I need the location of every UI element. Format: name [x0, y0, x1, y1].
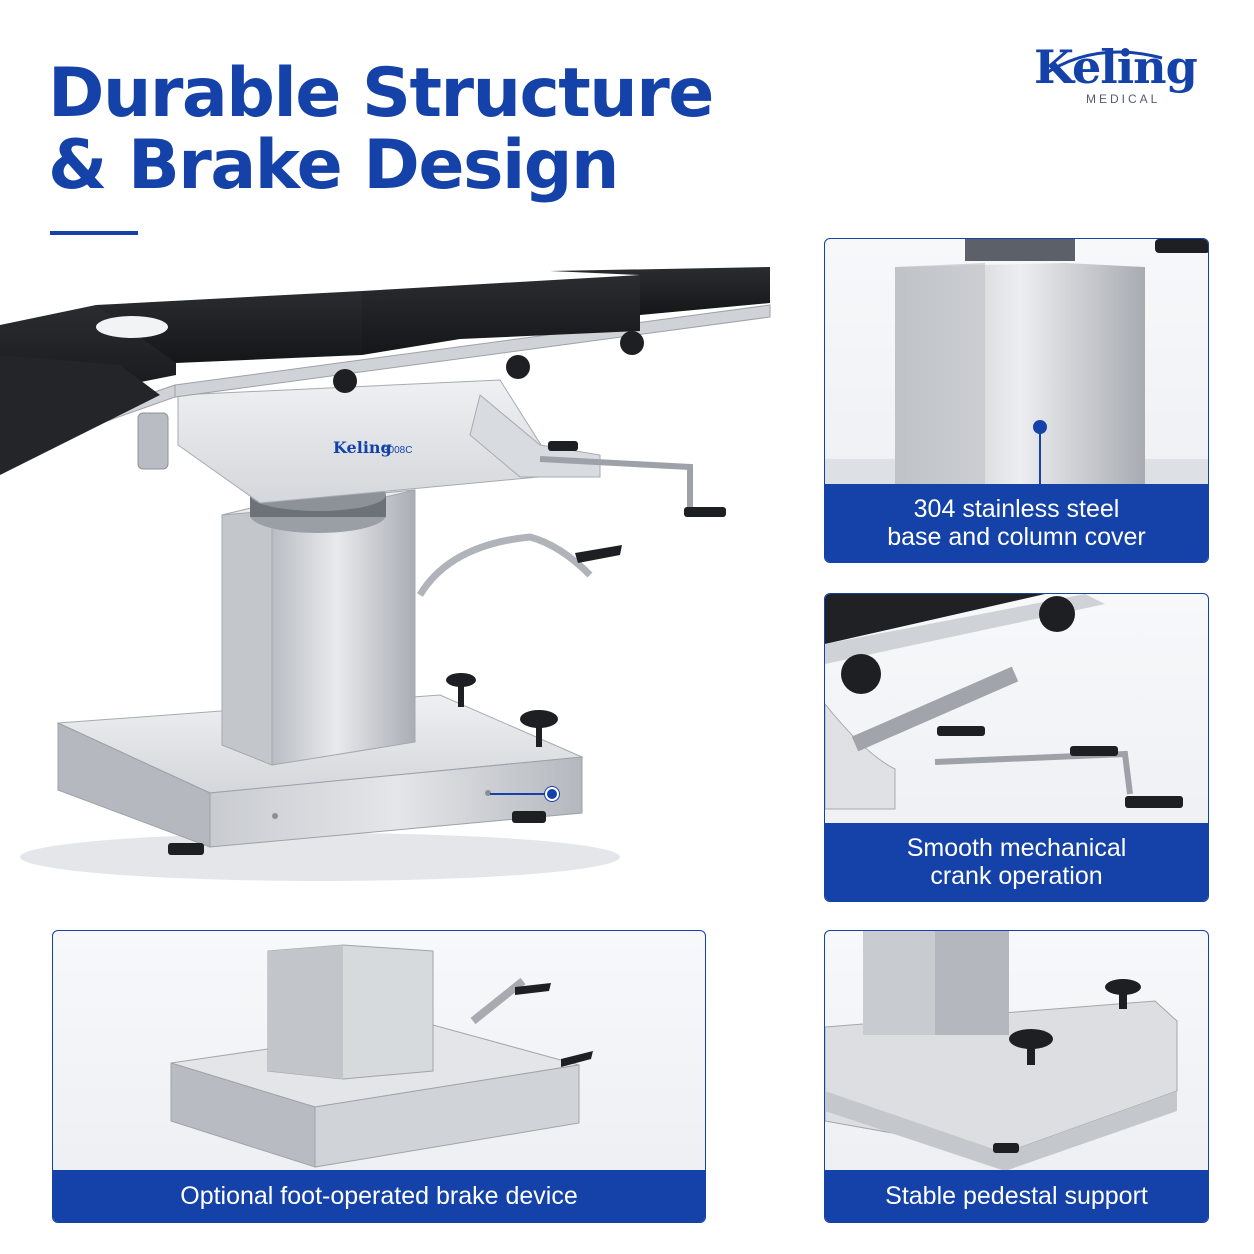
feature-caption-stainless-steel: 304 stainless steel base and column cove… — [825, 484, 1208, 562]
crank-handle-icon — [825, 594, 1183, 810]
title-underline — [50, 231, 138, 235]
caption-line-2: crank operation — [930, 862, 1103, 890]
feature-caption-crank: Smooth mechanical crank operation — [825, 823, 1208, 901]
caption-text: Optional foot-operated brake device — [180, 1182, 578, 1210]
feature-card-stainless-steel: 304 stainless steel base and column cove… — [824, 238, 1209, 563]
caption-text: Stable pedestal support — [885, 1182, 1148, 1210]
hero-callout-line — [490, 793, 554, 795]
hero-callout-dot — [545, 787, 559, 801]
logo-swoosh-icon — [1041, 50, 1163, 78]
caption-line-2: base and column cover — [887, 523, 1146, 551]
page-title-line-2: & Brake Design — [48, 126, 619, 205]
hero-operating-table: Keling 3008C — [0, 245, 800, 925]
product-brand-label: Keling — [333, 438, 392, 457]
page-title: Durable Structure & Brake Design — [48, 58, 748, 202]
foot-brake-icon — [170, 944, 593, 1168]
operating-table-illustration: Keling 3008C — [0, 267, 771, 881]
caption-line-1: Smooth mechanical — [906, 834, 1127, 862]
brand-logo: Keling MEDICAL — [1034, 40, 1206, 110]
caption-line-1: 304 stainless steel — [913, 495, 1120, 523]
feature-card-pedestal: Stable pedestal support — [824, 930, 1209, 1223]
pedestal-icon — [825, 931, 1178, 1171]
feature-caption-foot-brake: Optional foot-operated brake device — [53, 1170, 705, 1222]
product-model-label: 3008C — [383, 445, 412, 456]
page-title-line-1: Durable Structure — [48, 54, 714, 133]
steel-column-icon — [825, 239, 1208, 489]
logo-subtitle: MEDICAL — [1086, 92, 1161, 106]
feature-caption-pedestal: Stable pedestal support — [825, 1170, 1208, 1222]
feature-card-crank: Smooth mechanical crank operation — [824, 593, 1209, 902]
feature-card-foot-brake: Optional foot-operated brake device — [52, 930, 706, 1223]
logo-wordmark: Keling — [1034, 40, 1198, 94]
